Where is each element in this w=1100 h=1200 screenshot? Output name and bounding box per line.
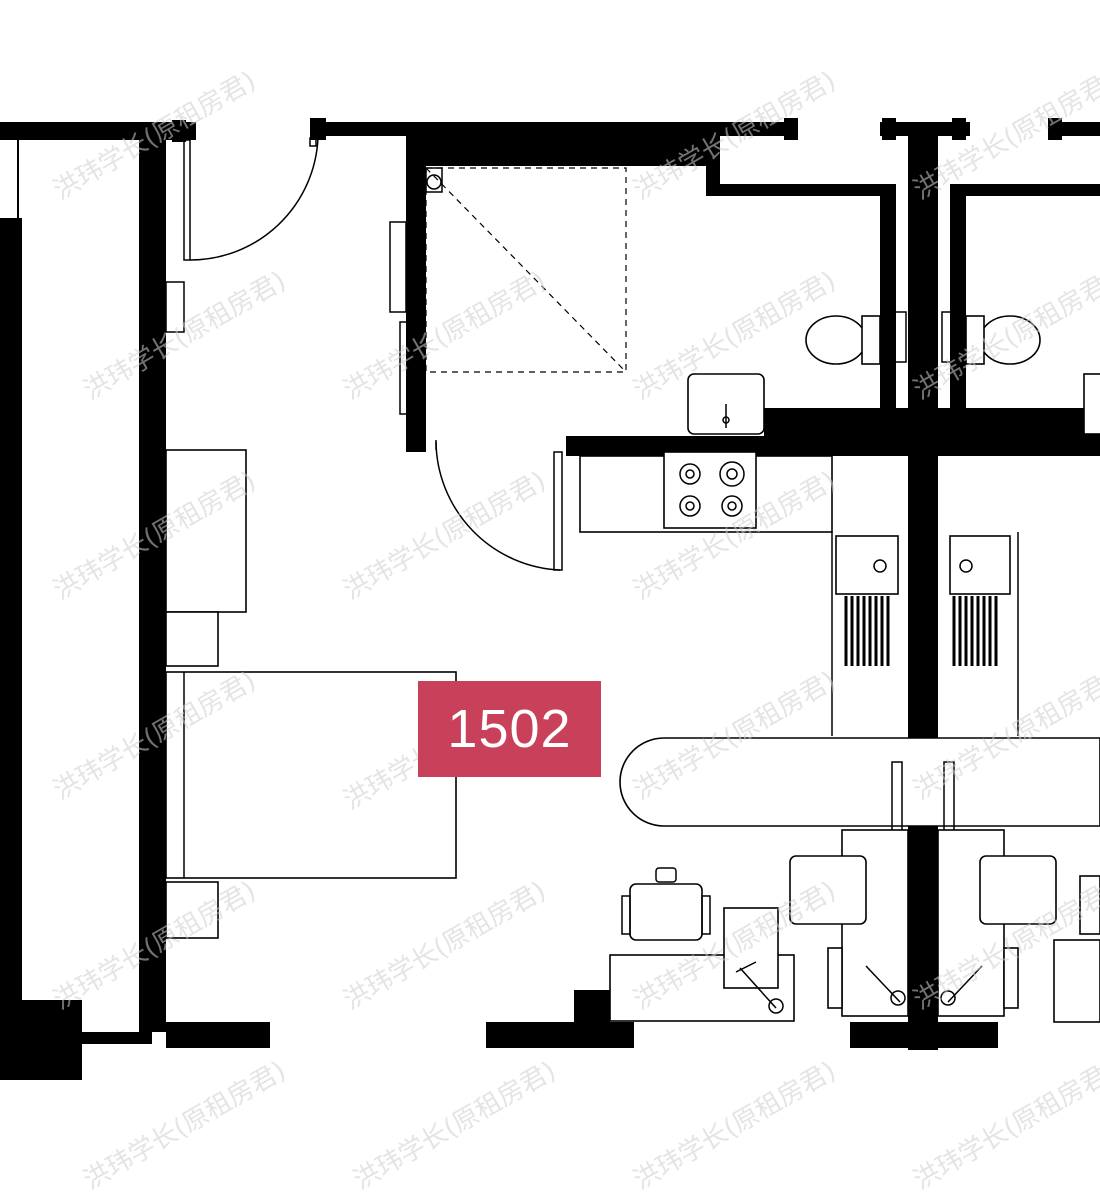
wardrobe	[165, 449, 247, 667]
watermark-text: 洪玮学长(原租房君)	[339, 876, 552, 1016]
unit-number-label: 1502	[418, 681, 601, 777]
watermark-text: 洪玮学长(原租房君)	[909, 1056, 1100, 1196]
neighbour-units	[619, 311, 1100, 1023]
unit-number: 1502	[447, 699, 572, 759]
watermark-text: 洪玮学长(原租房君)	[629, 1056, 842, 1196]
kitchen-counter	[579, 373, 833, 533]
watermark-text: 洪玮学长(原租房君)	[339, 266, 552, 406]
study-desk	[609, 867, 795, 1022]
exterior-walls	[0, 118, 1100, 1050]
entry-door	[165, 137, 319, 333]
watermark-text: 洪玮学长(原租房君)	[349, 1056, 562, 1196]
watermark-text: 洪玮学长(原租房君)	[79, 266, 292, 406]
bed	[165, 671, 457, 939]
watermark-text: 洪玮学长(原租房君)	[79, 1056, 292, 1196]
bathroom	[389, 167, 627, 571]
